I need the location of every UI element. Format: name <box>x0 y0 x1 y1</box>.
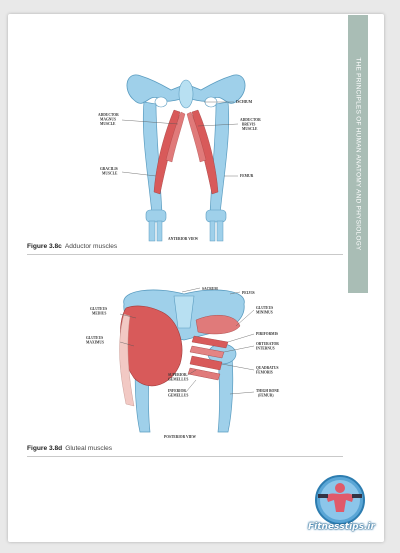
rule-figure-3-8d <box>27 456 343 457</box>
label-femur: FEMUR <box>240 174 254 178</box>
book-page <box>8 14 384 542</box>
label-thigh-bone-1: THIGH BONE <box>256 389 280 393</box>
rule-figure-3-8c <box>27 254 343 255</box>
label-adductor-brevis-1: ADDUCTOR <box>240 118 261 122</box>
label-adductor-magnus-3: MUSCLE <box>100 122 116 126</box>
label-obturator-internus-1: OBTURATOR <box>256 342 279 346</box>
label-posterior-view: POSTERIOR VIEW <box>164 435 196 439</box>
fitnesstips-watermark-logo: Fitnesstips.ir <box>308 470 375 540</box>
label-sacrum: SACRUM <box>202 287 218 291</box>
caption-figure-3-8d-number: Figure 3.8d <box>27 445 63 452</box>
label-inferior-gemellus-2: GEMELLUS <box>168 394 188 398</box>
watermark-text: Fitnesstips.ir <box>308 522 375 532</box>
label-gracilis-2: MUSCLE <box>102 172 118 176</box>
chapter-title: THE PRINCIPLES OF HUMAN ANATOMY AND PHYS… <box>354 57 362 251</box>
label-ischium: ISCHIUM <box>236 100 253 104</box>
label-gluteus-maximus-2: MAXIMUS <box>86 341 104 345</box>
figure-adductor-illustration: ISCHIUM ADDUCTOR MAGNUS MUSCLE ADDUCTOR … <box>98 74 261 242</box>
caption-figure-3-8c-number: Figure 3.8c <box>27 243 62 250</box>
caption-figure-3-8d-text: Gluteal muscles <box>65 445 113 452</box>
label-adductor-brevis-2: BREVIS <box>242 123 255 127</box>
label-gracilis-1: GRACILIS <box>100 167 118 171</box>
label-gluteus-minimus-1: GLUTEUS <box>256 306 273 310</box>
label-pelvis: PELVIS <box>242 291 255 295</box>
chapter-side-tab: THE PRINCIPLES OF HUMAN ANATOMY AND PHYS… <box>348 15 368 293</box>
label-obturator-internus-2: INTERNUS <box>256 347 275 351</box>
label-anterior-view: ANTERIOR VIEW <box>168 237 199 241</box>
label-superior-gemellus-1: SUPERIOR <box>168 373 187 377</box>
label-gluteus-medius-2: MEDIUS <box>92 312 106 316</box>
label-gluteus-medius-1: GLUTEUS <box>90 307 107 311</box>
label-gluteus-maximus-1: GLUTEUS <box>86 336 103 340</box>
label-adductor-magnus-1: ADDUCTOR <box>98 113 119 117</box>
label-adductor-brevis-3: MUSCLE <box>242 127 258 131</box>
label-adductor-magnus-2: MAGNUS <box>100 118 116 122</box>
label-inferior-gemellus-1: INFERIOR <box>168 389 186 393</box>
label-thigh-bone-2: (FEMUR) <box>258 394 274 398</box>
bodybuilder-icon <box>315 475 365 525</box>
figure-gluteal-illustration: SACRUM PELVIS GLUTEUS MEDIUS GLUTEUS MIN… <box>86 287 280 439</box>
label-quadratus-femoris-1: QUADRATUS <box>256 366 279 370</box>
label-piriformis: PIRIFORMIS <box>256 332 278 336</box>
caption-figure-3-8c-text: Adductor muscles <box>64 243 118 250</box>
label-gluteus-minimus-2: MINIMUS <box>256 311 273 315</box>
label-quadratus-femoris-2: FEMORIS <box>256 371 273 375</box>
label-superior-gemellus-2: GEMELLUS <box>168 378 188 382</box>
